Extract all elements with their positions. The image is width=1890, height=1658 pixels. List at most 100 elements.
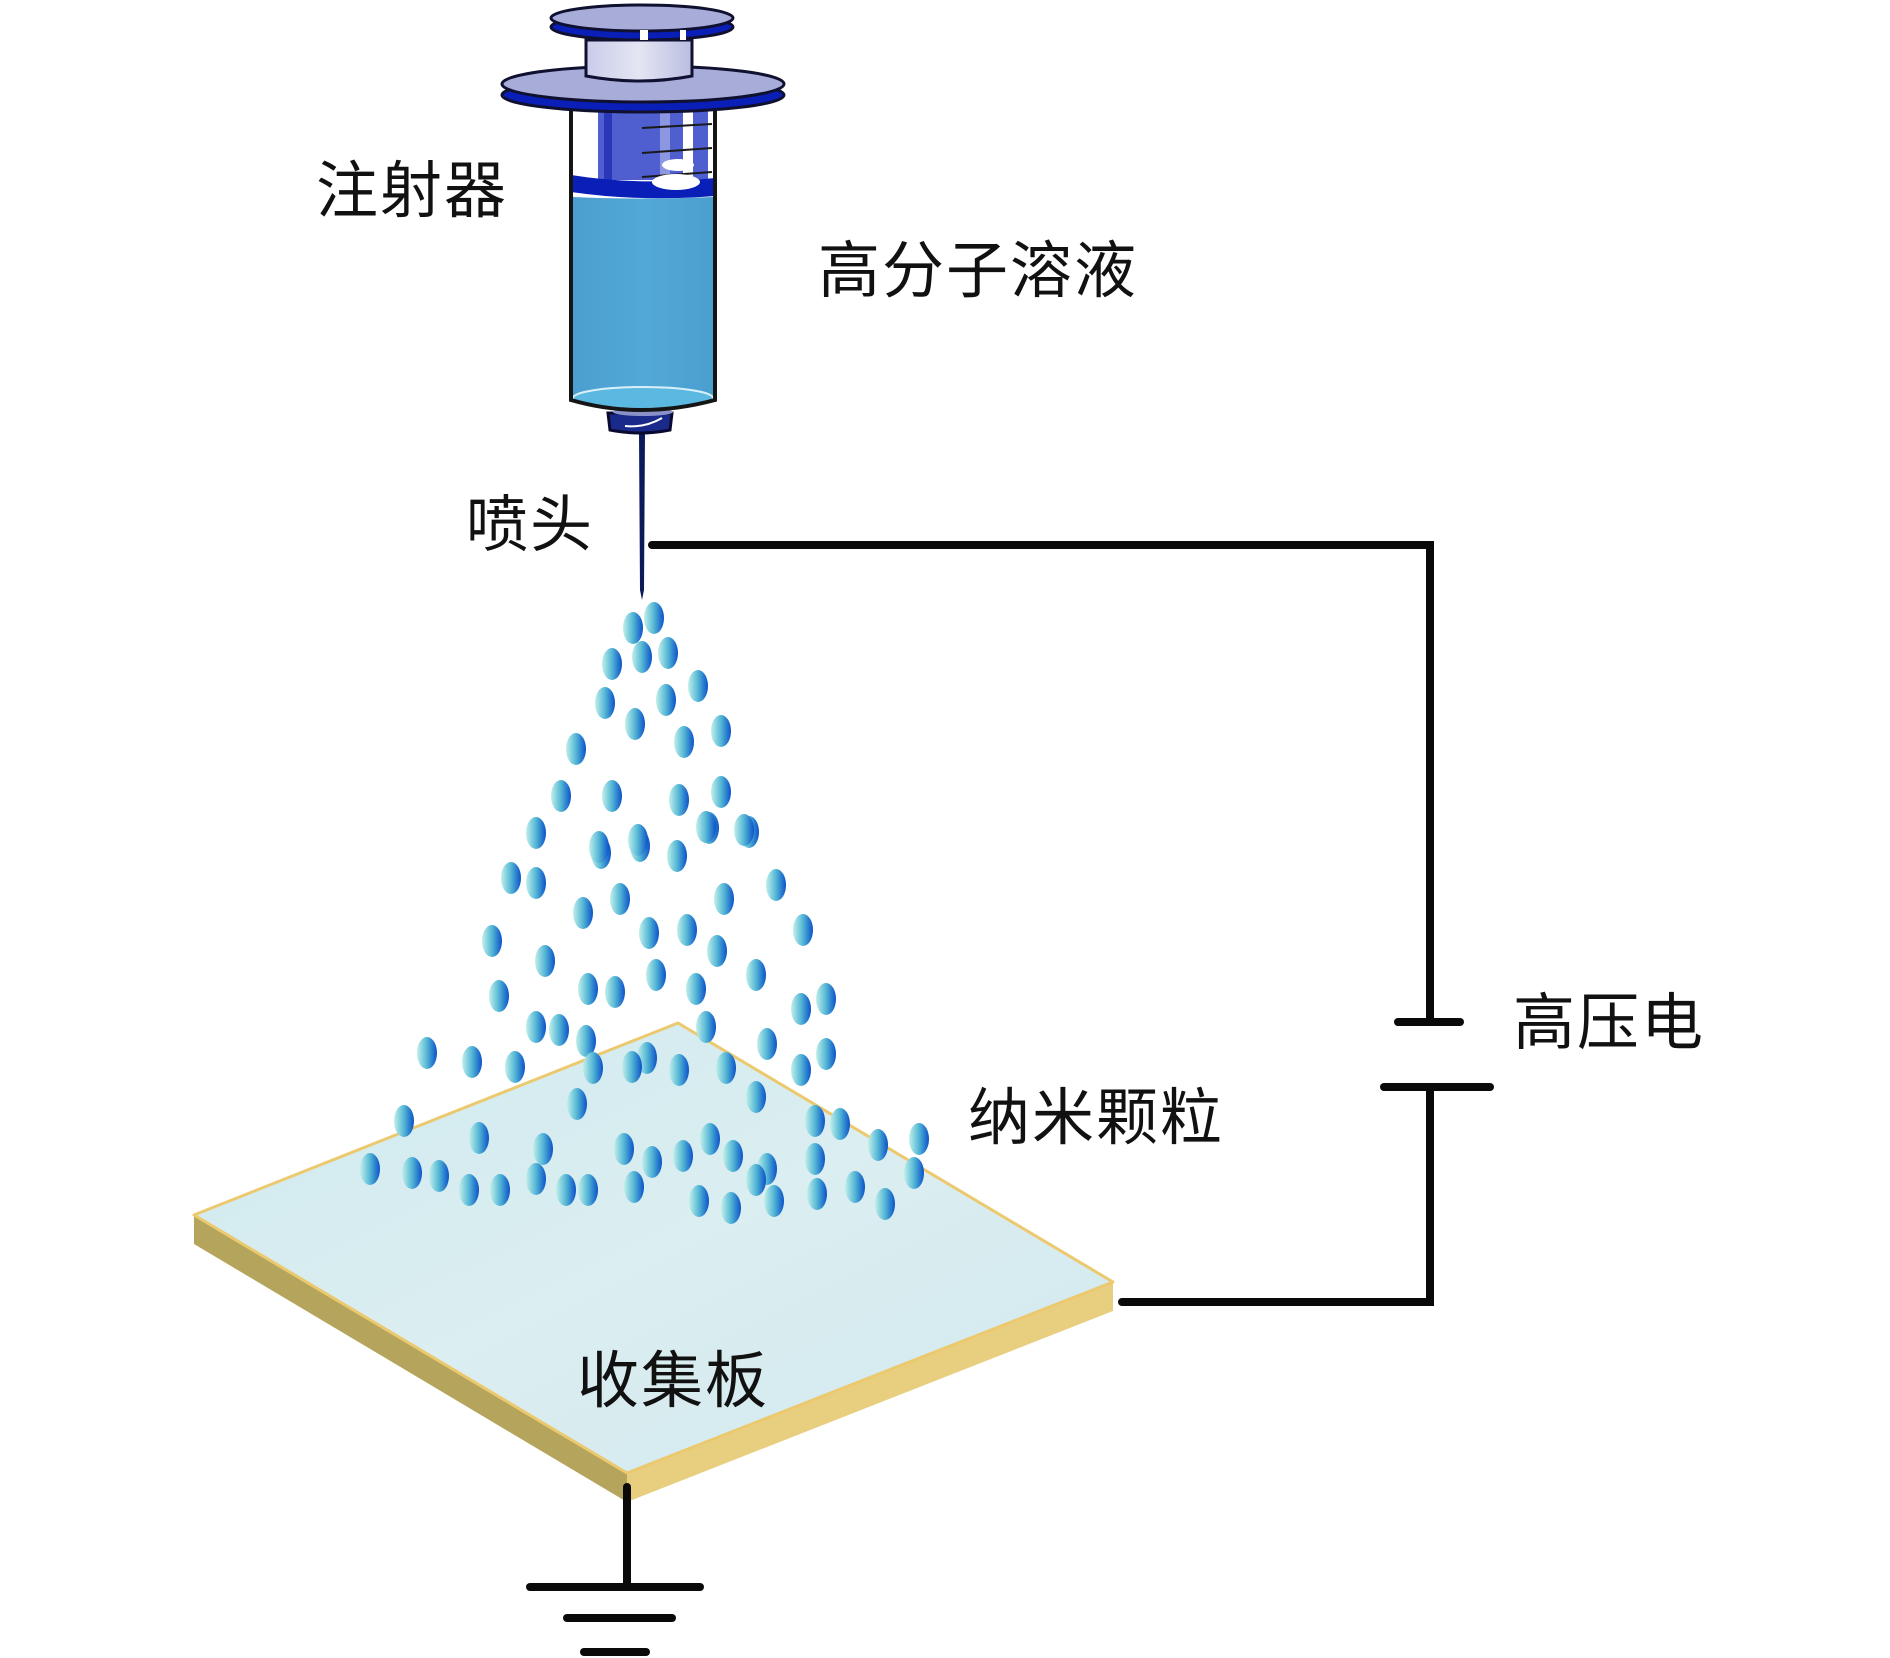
nanoparticle-droplet bbox=[505, 1051, 525, 1083]
needle-hub bbox=[606, 411, 674, 435]
label-nozzle: 喷头 bbox=[466, 488, 595, 561]
nanoparticle-droplet bbox=[526, 867, 546, 899]
nanoparticle-droplet bbox=[764, 1185, 784, 1217]
nanoparticle-droplet bbox=[624, 1171, 644, 1203]
nanoparticle-droplet bbox=[669, 784, 689, 816]
nanoparticle-droplet bbox=[632, 641, 652, 673]
wire-supply-to-plate bbox=[1118, 1083, 1434, 1306]
nanoparticle-droplet bbox=[402, 1157, 422, 1189]
nanoparticle-droplet bbox=[490, 1174, 510, 1206]
nanoparticle-droplet bbox=[677, 914, 697, 946]
nanoparticle-droplet bbox=[904, 1157, 924, 1189]
nanoparticle-droplet bbox=[686, 973, 706, 1005]
nanoparticle-droplet bbox=[721, 1192, 741, 1224]
nanoparticle-droplet bbox=[501, 862, 521, 894]
label-high-voltage: 高压电 bbox=[1513, 986, 1706, 1059]
nanoparticle-droplet bbox=[549, 1014, 569, 1046]
nanoparticle-droplet bbox=[526, 1011, 546, 1043]
needle-icon bbox=[639, 432, 645, 600]
nanoparticle-droplet bbox=[459, 1174, 479, 1206]
label-polymer-solution: 高分子溶液 bbox=[818, 234, 1139, 307]
polymer-solution bbox=[573, 197, 713, 407]
nanoparticle-spray bbox=[360, 602, 929, 1224]
nanoparticle-droplet bbox=[642, 1146, 662, 1178]
nanoparticle-droplet bbox=[807, 1178, 827, 1210]
nanoparticle-droplet bbox=[394, 1105, 414, 1137]
nanoparticle-droplet bbox=[526, 1163, 546, 1195]
nanoparticle-droplet bbox=[533, 1133, 553, 1165]
nanoparticle-droplet bbox=[583, 1052, 603, 1084]
nanoparticle-droplet bbox=[816, 1038, 836, 1070]
wire-nozzle-to-supply bbox=[648, 541, 1434, 1026]
nanoparticle-droplet bbox=[628, 824, 648, 856]
label-nanoparticles: 纳米颗粒 bbox=[968, 1081, 1225, 1154]
nanoparticle-droplet bbox=[644, 602, 664, 634]
nanoparticle-droplet bbox=[526, 817, 546, 849]
circuit bbox=[526, 541, 1494, 1656]
nanoparticle-droplet bbox=[610, 883, 630, 915]
nanoparticle-droplet bbox=[462, 1046, 482, 1078]
nanoparticle-droplet bbox=[567, 1088, 587, 1120]
nanoparticle-droplet bbox=[656, 684, 676, 716]
nanoparticle-droplet bbox=[674, 726, 694, 758]
nanoparticle-droplet bbox=[711, 776, 731, 808]
nanoparticle-droplet bbox=[816, 983, 836, 1015]
plate-top-surface bbox=[192, 1021, 1115, 1475]
nanoparticle-droplet bbox=[589, 831, 609, 863]
nanoparticle-droplet bbox=[576, 1025, 596, 1057]
nanoparticle-droplet bbox=[746, 959, 766, 991]
collector-plate bbox=[192, 1021, 1115, 1502]
nanoparticle-droplet bbox=[669, 1054, 689, 1086]
nanoparticle-droplet bbox=[623, 612, 643, 644]
nanoparticle-droplet bbox=[688, 670, 708, 702]
nanoparticle-droplet bbox=[605, 976, 625, 1008]
plunger-thumb-disc bbox=[549, 3, 735, 33]
plate-right-side bbox=[627, 1282, 1113, 1502]
nanoparticle-droplet bbox=[469, 1122, 489, 1154]
nanoparticle-droplet bbox=[716, 1052, 736, 1084]
nanoparticle-droplet bbox=[573, 897, 593, 929]
nanoparticle-droplet bbox=[673, 1140, 693, 1172]
nanoparticle-droplet bbox=[535, 945, 555, 977]
nanoparticle-droplet bbox=[707, 935, 727, 967]
nanoparticle-droplet bbox=[746, 1081, 766, 1113]
nanoparticle-droplet bbox=[757, 1028, 777, 1060]
nanoparticle-droplet bbox=[909, 1123, 929, 1155]
nanoparticle-droplet bbox=[622, 1051, 642, 1083]
nanoparticle-droplet bbox=[766, 869, 786, 901]
nanoparticle-droplet bbox=[482, 925, 502, 957]
nanoparticle-droplet bbox=[602, 780, 622, 812]
plunger-neck bbox=[584, 38, 694, 83]
nanoparticle-droplet bbox=[711, 715, 731, 747]
nanoparticle-droplet bbox=[578, 973, 598, 1005]
nanoparticle-droplet bbox=[566, 733, 586, 765]
nanoparticle-droplet bbox=[723, 1140, 743, 1172]
nanoparticle-droplet bbox=[658, 637, 678, 669]
nanoparticle-droplet bbox=[696, 1011, 716, 1043]
nanoparticle-droplet bbox=[746, 1164, 766, 1196]
nanoparticle-droplet bbox=[845, 1171, 865, 1203]
nanoparticle-droplet bbox=[578, 1174, 598, 1206]
nanoparticle-droplet bbox=[639, 917, 659, 949]
nanoparticle-droplet bbox=[791, 993, 811, 1025]
syringe-icon bbox=[500, 3, 786, 600]
nanoparticle-droplet bbox=[793, 914, 813, 946]
nanoparticle-droplet bbox=[689, 1185, 709, 1217]
ground-symbol-icon bbox=[526, 1483, 704, 1656]
nanoparticle-droplet bbox=[700, 1123, 720, 1155]
nanoparticle-droplet bbox=[360, 1153, 380, 1185]
nanoparticle-droplet bbox=[875, 1188, 895, 1220]
nanoparticle-droplet bbox=[556, 1174, 576, 1206]
nanoparticle-droplet bbox=[734, 814, 754, 846]
label-collector-plate: 收集板 bbox=[577, 1344, 770, 1417]
plate-left-side bbox=[194, 1215, 627, 1502]
nanoparticle-droplet bbox=[595, 687, 615, 719]
nanoparticle-droplet bbox=[551, 780, 571, 812]
nanoparticle-droplet bbox=[417, 1037, 437, 1069]
nanoparticle-droplet bbox=[602, 648, 622, 680]
nanoparticle-droplet bbox=[696, 811, 716, 843]
nanoparticle-droplet bbox=[830, 1108, 850, 1140]
nanoparticle-droplet bbox=[625, 708, 645, 740]
nanoparticle-droplet bbox=[805, 1105, 825, 1137]
nanoparticle-droplet bbox=[714, 883, 734, 915]
